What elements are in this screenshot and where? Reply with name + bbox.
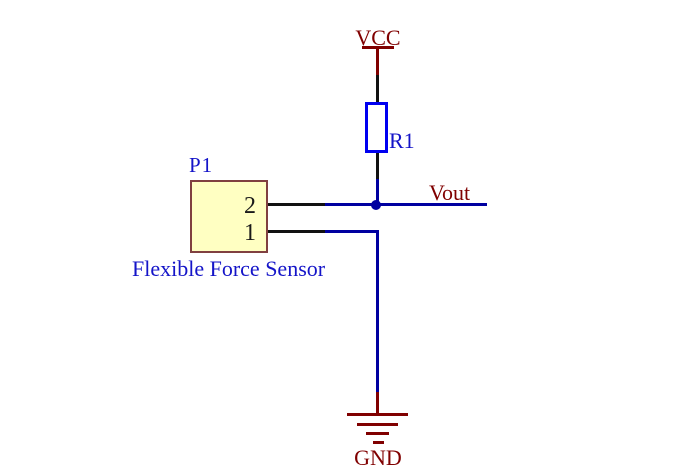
connector-pin1-number: 1 [244, 220, 256, 246]
connector-pin2-number: 2 [244, 193, 256, 219]
vcc-net-label: VCC [355, 25, 401, 50]
resistor-designator: R1 [389, 128, 415, 153]
connector-pin2-stub [268, 203, 325, 206]
gnd-bar4-icon [373, 441, 384, 444]
resistor-pin-top [376, 75, 379, 103]
wire-pin2-to-vout [325, 203, 487, 206]
vcc-stem-icon [376, 48, 379, 75]
gnd-net-label: GND [354, 445, 402, 470]
wire-resistor-to-junction [376, 179, 379, 206]
resistor-pin-bottom [376, 153, 379, 180]
vout-net-label: Vout [429, 180, 471, 205]
connector-comment: Flexible Force Sensor [132, 256, 326, 281]
connector-designator: P1 [189, 153, 214, 177]
wire-pin1-horizontal [325, 230, 379, 233]
gnd-bar1-icon [347, 413, 408, 416]
wire-pin1-to-gnd [376, 230, 379, 392]
resistor-body [365, 102, 388, 153]
gnd-bar3-icon [366, 432, 389, 435]
gnd-stem-icon [376, 392, 379, 415]
vcc-bar-icon [362, 46, 394, 49]
gnd-bar2-icon [357, 423, 398, 426]
connector-pin1-stub [268, 230, 325, 233]
connector-body [190, 180, 268, 253]
